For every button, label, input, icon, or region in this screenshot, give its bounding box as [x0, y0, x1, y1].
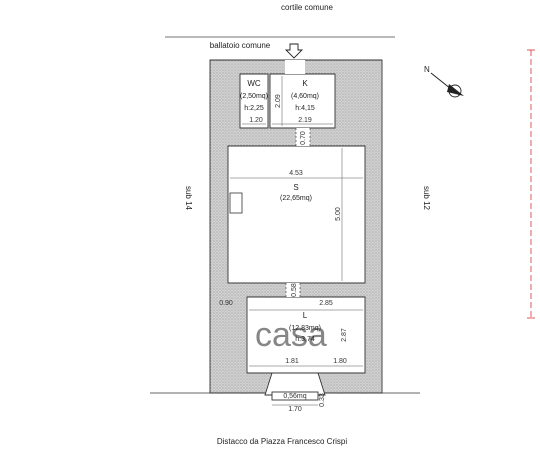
watermark-logo: casa [255, 316, 327, 354]
bay-window [264, 372, 326, 396]
dim-bay-depth: 0.33 [319, 393, 326, 407]
s-area: (22,65mq) [280, 195, 312, 202]
dim-k-depth: 2.09 [275, 94, 282, 108]
passage-k-s [296, 128, 310, 146]
dim-s-depth: 5.00 [335, 207, 342, 221]
compass-north-label: N [424, 65, 430, 74]
l-area: (12,83mq) [289, 325, 321, 332]
s-name: S [293, 183, 298, 192]
ballatoio-label: ballatoio comune [210, 41, 271, 50]
dimension-lines [230, 76, 363, 406]
bay-window-sill [271, 391, 319, 401]
dim-l-bottom-left: 1.81 [285, 358, 299, 365]
dim-passage-58: 0.58 [291, 283, 298, 297]
dim-l-depth: 2.87 [341, 328, 348, 342]
dim-k-width: 2.19 [298, 117, 312, 124]
dim-s-width: 4.53 [289, 170, 303, 177]
dim-bay-width: 1.70 [288, 406, 302, 413]
k-area: (4,60mq) [291, 93, 319, 100]
dim-l-bottom-right: 1.80 [333, 358, 347, 365]
distance-caption: Distacco da Piazza Francesco Crispi [217, 437, 347, 446]
k-height: h:4,15 [295, 105, 315, 112]
dim-l-right: 2.85 [319, 300, 333, 307]
dim-wc-width: 1.20 [249, 117, 263, 124]
dim-l-left: 0.90 [219, 300, 233, 307]
wc-height: h:2,25 [244, 105, 264, 112]
entrance-gap [285, 60, 305, 74]
l-height: h:3,74 [295, 336, 315, 343]
entrance-arrow-icon [284, 43, 304, 59]
s-room-niche [229, 192, 243, 214]
courtyard-label: cortile comune [281, 3, 334, 12]
left-neighbor-label: sub 14 [184, 186, 193, 211]
right-neighbor-label: sub 12 [422, 186, 431, 211]
dim-bay-area: 0,56mq [283, 393, 306, 400]
passage-s-l [286, 283, 300, 297]
dim-passage-70: 0.70 [300, 131, 307, 145]
l-name: L [303, 311, 308, 320]
wc-name: WC [247, 79, 261, 88]
compass-icon [430, 72, 464, 98]
k-name: K [302, 79, 308, 88]
walls [209, 59, 383, 394]
wc-area: (2,50mq) [240, 93, 268, 100]
